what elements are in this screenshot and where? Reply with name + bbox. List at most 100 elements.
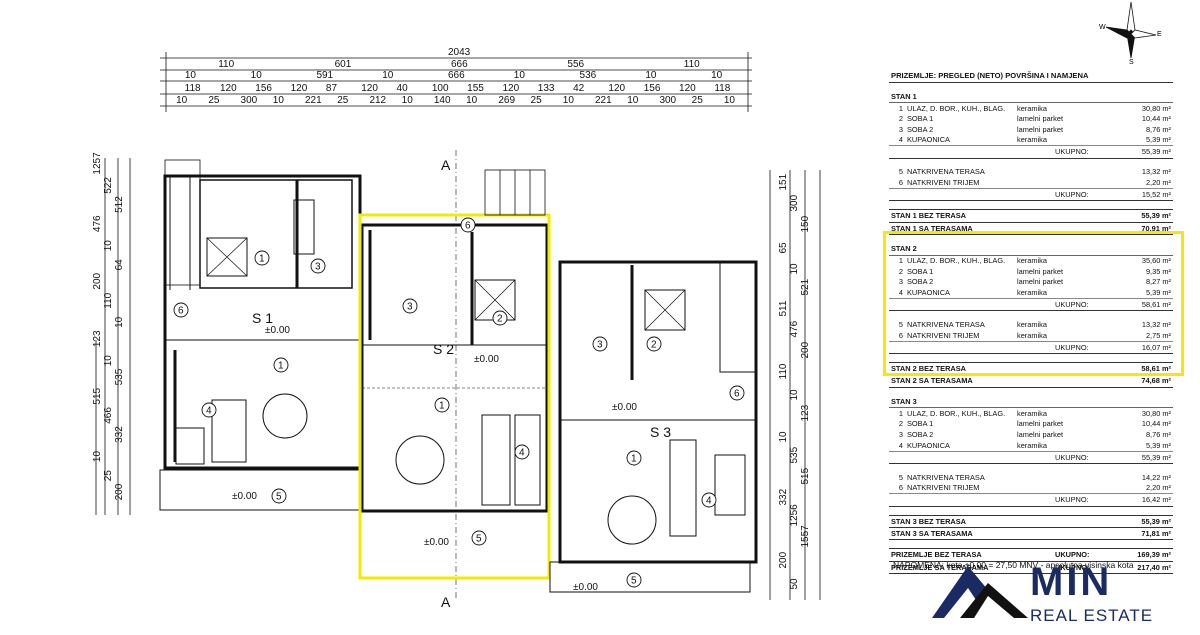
dim-value: 511 [778, 300, 789, 316]
room-area: 13,32 m² [1141, 167, 1171, 177]
room-name: ULAZ, D. BOR., KUH., BLAG. [907, 256, 1006, 266]
subtotal-row: UKUPNO:16,07 m² [889, 340, 1173, 354]
room-mat: keramika [1017, 330, 1047, 340]
dim-value: 221 [305, 95, 322, 106]
room-name: SOBA 1 [907, 419, 934, 429]
subtotal-row: UKUPNO:55,39 m² [889, 145, 1173, 159]
right-dimension-values: 1513001506510521511476200110101231053551… [778, 173, 811, 589]
dim-value: 10 [382, 70, 394, 81]
room-n: 1 [898, 103, 903, 113]
dim-value: 10 [711, 70, 723, 81]
room-number: 2 [651, 340, 657, 351]
subtotal-value: 16,07 m² [1141, 342, 1171, 352]
dim-value: 120 [502, 83, 519, 94]
unit-label-s2: S 2 [433, 341, 454, 357]
room-area: 8,76 m² [1145, 429, 1171, 439]
dim-value: 10 [645, 70, 657, 81]
room-area: 10,44 m² [1141, 419, 1171, 429]
total-bez-label: PRIZEMLJE BEZ TERASA [891, 550, 982, 560]
dim-value: 300 [789, 194, 800, 211]
dim-value: 10 [251, 70, 263, 81]
table-title: PRIZEMLJE: PREGLED (NETO) POVRŠINA I NAM… [889, 70, 1173, 83]
dim-value: 10 [103, 355, 114, 367]
level-s1: ±0.00 [265, 325, 290, 336]
dim-value: 521 [800, 278, 811, 295]
dim-value: 25 [531, 95, 543, 106]
dim-value: 120 [679, 83, 696, 94]
dim-value: 155 [467, 83, 484, 94]
dim-value: 25 [692, 95, 704, 106]
subtotal-label: UKUPNO: [1055, 147, 1089, 157]
dim-value: 100 [432, 83, 449, 94]
level-terrace-s1: ±0.00 [232, 491, 257, 502]
unit-label-s1: S 1 [252, 310, 273, 326]
room-area: 8,27 m² [1145, 277, 1171, 287]
room-name: SOBA 1 [907, 114, 934, 124]
room-number-circle [514, 444, 530, 460]
room-row: 5 NATKRIVENA TERASA 13,32 m² [889, 167, 1173, 178]
subtotal-row: UKUPNO:55,39 m² [889, 450, 1173, 464]
min-real-estate-logo: MIN REAL ESTATE [930, 548, 1200, 630]
subtotal-label: UKUPNO: [1055, 189, 1089, 199]
room-n: 1 [898, 256, 903, 266]
dim-value: 522 [103, 177, 114, 194]
dim-value: 666 [451, 59, 468, 70]
unit-s3-plan [549, 260, 758, 593]
dim-value: 87 [326, 83, 338, 94]
total-label: STAN 1 BEZ TERASA [891, 211, 967, 221]
room-n: 5 [898, 472, 903, 482]
room-number-circle [492, 310, 508, 326]
dim-value: 25 [103, 470, 114, 482]
room-number: 6 [178, 306, 184, 317]
dim-value: 200 [92, 272, 103, 289]
dim-value: 10 [627, 95, 639, 106]
room-n: 4 [898, 440, 903, 450]
stan2-highlight [883, 231, 1184, 376]
unit-heading: STAN 2 [889, 243, 1173, 256]
room-number-circle [273, 357, 289, 373]
dim-value: 25 [337, 95, 349, 106]
room-n: 4 [898, 287, 903, 297]
room-number: 1 [439, 401, 445, 412]
room-number: 5 [631, 576, 637, 587]
room-number: 6 [734, 389, 740, 400]
subtotal-row: UKUPNO:16,42 m² [889, 493, 1173, 507]
logo-tagline: REAL ESTATE [1030, 606, 1154, 625]
room-number-circle [254, 250, 270, 266]
room-number-circle [402, 298, 418, 314]
room-mat: keramika [1017, 135, 1047, 145]
room-name: NATKRIVENA TERASA [907, 167, 985, 177]
room-area: 13,32 m² [1141, 319, 1171, 329]
dim-overall: 2043 [448, 47, 471, 58]
dim-value: 556 [567, 59, 584, 70]
subtotal-value: 55,39 m² [1141, 452, 1171, 462]
room-n: 4 [898, 135, 903, 145]
room-area: 5,39 m² [1145, 135, 1171, 145]
room-number: 1 [259, 254, 265, 265]
room-name: NATKRIVENI TRIJEM [907, 177, 980, 187]
room-n: 3 [898, 124, 903, 134]
dim-value: 10 [185, 70, 197, 81]
room-number-circle [592, 336, 608, 352]
room-n: 5 [898, 167, 903, 177]
total-bez-row: PRIZEMLJE BEZ TERASA UKUPNO: 169,39 m² [889, 548, 1173, 560]
room-name: KUPAONICA [907, 440, 950, 450]
room-name: KUPAONICA [907, 287, 950, 297]
level-terrace-s2: ±0.00 [424, 537, 449, 548]
total-label: STAN 3 BEZ TERASA [891, 516, 967, 526]
room-mat: keramika [1017, 256, 1047, 266]
room-name: SOBA 2 [907, 277, 934, 287]
subtotal-label: UKUPNO: [1055, 299, 1089, 309]
dim-value: 42 [573, 83, 585, 94]
room-area: 2,20 m² [1145, 483, 1171, 493]
